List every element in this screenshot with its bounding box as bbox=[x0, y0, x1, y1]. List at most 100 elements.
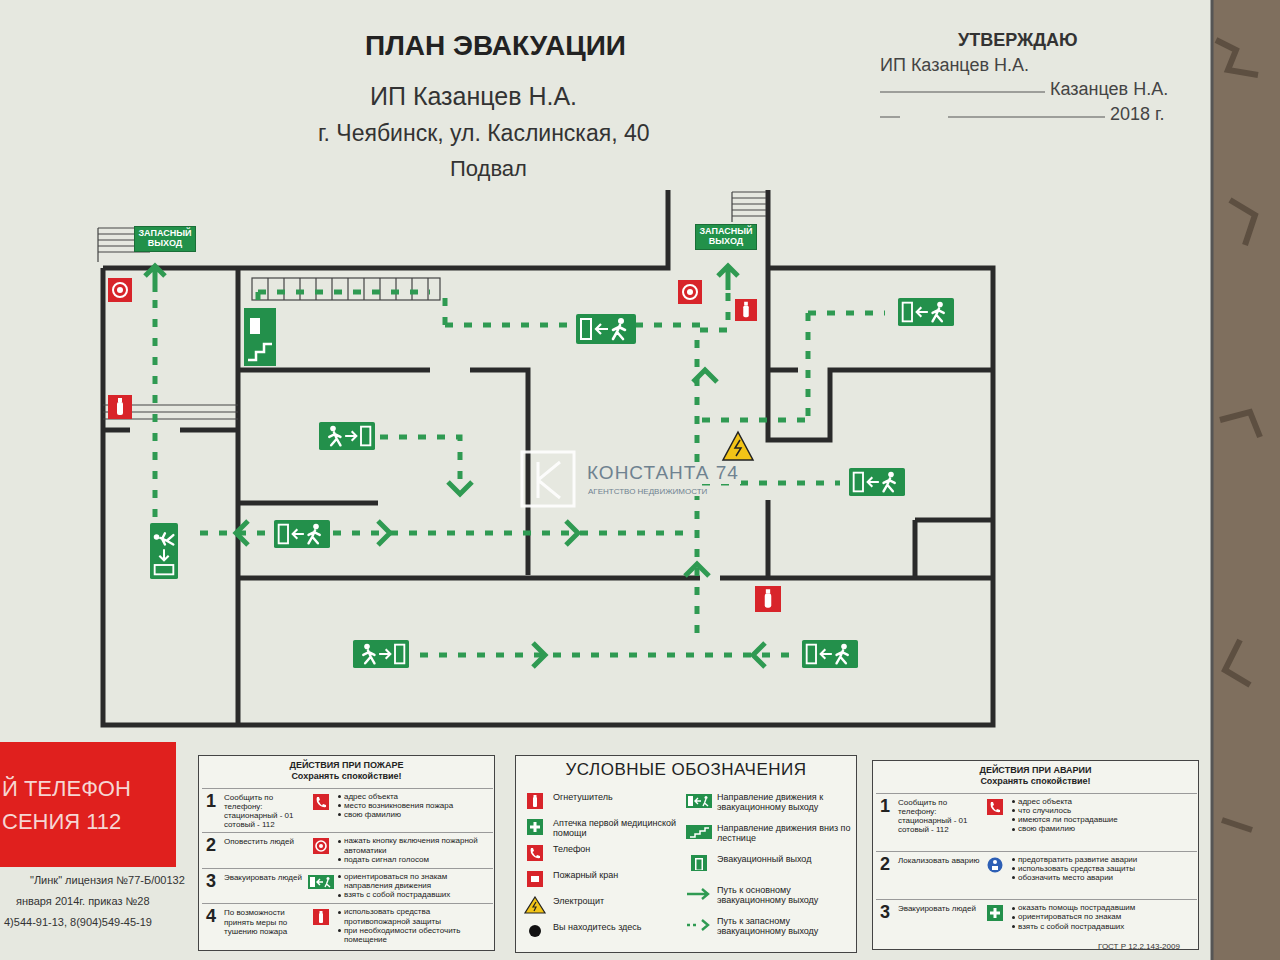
step-icon bbox=[308, 908, 334, 926]
label-holder: г. Чеябинск, ул. Каслинская, 40 bbox=[318, 120, 650, 147]
bullet-row: место возникновения пожара bbox=[338, 801, 489, 810]
evacuation-paths bbox=[155, 292, 885, 655]
sign-plate bbox=[0, 0, 1212, 960]
legend-icon bbox=[522, 922, 548, 940]
title-holder: ПЛАН ЭВАКУАЦИИ bbox=[365, 30, 626, 62]
bullet-dot bbox=[338, 875, 341, 878]
legend-icon bbox=[686, 854, 712, 872]
bullet-row: нажать кнопку включения пожарной автомат… bbox=[338, 836, 489, 854]
legend-icon bbox=[522, 844, 548, 862]
legend-text-holder: Электрощит bbox=[553, 896, 681, 906]
legend-text: Вы находитесь здесь bbox=[553, 922, 681, 932]
plan-label: ИП Казанцев Н.А. bbox=[880, 55, 1029, 76]
bullet-dot bbox=[338, 795, 341, 798]
bullet-row: использовать средства защиты bbox=[1012, 864, 1193, 873]
panel-header: УСЛОВНЫЕ ОБОЗНАЧЕНИЯ bbox=[516, 756, 856, 780]
bullet-row: ориентироваться по знакам bbox=[1012, 912, 1193, 921]
emergency-phone-text: СЕНИЯ 112 bbox=[0, 805, 176, 838]
action-step: 2 Оповестить людей нажать кнопку включения… bbox=[202, 832, 493, 868]
plan-label: АГЕНТСТВО НЕДВИЖИМОСТИ bbox=[586, 487, 709, 496]
bullet-dot bbox=[338, 858, 341, 861]
plan-label: УТВЕРЖДАЮ bbox=[958, 30, 1078, 51]
step-number: 3 bbox=[880, 903, 890, 921]
panel-heading: Сохранять спокойствие! bbox=[873, 776, 1198, 787]
legend-text: Огнетушитель bbox=[553, 792, 681, 802]
bullet-dot bbox=[338, 804, 341, 807]
bullet-dot bbox=[338, 894, 341, 897]
step-bullet: подать сигнал голосом bbox=[344, 855, 489, 864]
legend-icon bbox=[522, 792, 548, 810]
bullet-row: свою фамилию bbox=[1012, 824, 1193, 833]
bullet-row: подать сигнал голосом bbox=[338, 855, 489, 864]
plan-label: 4)544-91-13, 8(904)549-45-19 bbox=[4, 916, 152, 928]
label-holder: Казанцев Н.А. bbox=[1050, 79, 1168, 100]
plan-label: Подвал bbox=[450, 156, 527, 182]
step-bullet: использовать средства противопожарной за… bbox=[344, 907, 489, 925]
step-number-holder: 4 bbox=[206, 907, 216, 925]
legend-text: Аптечка первой медицинской помощи bbox=[553, 818, 681, 839]
legend-text: Путь к запасному эвакуационному выходу bbox=[717, 916, 853, 937]
bullet-dot bbox=[338, 929, 341, 932]
exit-sign-text: ЗАПАСНЫЙ ВЫХОД bbox=[697, 227, 755, 247]
step-number-holder: 2 bbox=[880, 855, 890, 873]
wall-background bbox=[1212, 0, 1280, 960]
action-step: 3Эвакуировать людейориентироваться по зн… bbox=[202, 868, 493, 904]
step-action: По возможности принять меры по тушению п… bbox=[224, 908, 306, 936]
label-holder: 4)544-91-13, 8(904)549-45-19 bbox=[4, 916, 152, 928]
exit-sign-text: ЗАПАСНЫЙ ВЫХОД bbox=[136, 229, 194, 249]
legend-text: Направление движения к эвакуационному вы… bbox=[717, 792, 853, 813]
step-action-holder: Локализовать аварию bbox=[898, 856, 980, 865]
step-number-holder: 1 bbox=[206, 792, 216, 810]
panel-header: ДЕЙСТВИЯ ПРИ ПОЖАРЕСохранять спокойствие… bbox=[199, 756, 494, 782]
legend-text: Электрощит bbox=[553, 896, 681, 906]
bullet-dot bbox=[1012, 818, 1015, 821]
bullet-row: что случилось bbox=[1012, 806, 1193, 815]
step-icon bbox=[308, 873, 334, 891]
step-bullets: нажать кнопку включения пожарной автомат… bbox=[338, 836, 489, 864]
legend-icon bbox=[686, 916, 712, 934]
step-bullet: ориентироваться по знакам bbox=[1018, 912, 1193, 921]
bullet-row: адрес объекта bbox=[1012, 797, 1193, 806]
legend-text-holder: Путь к запасному эвакуационному выходу bbox=[717, 916, 853, 937]
step-number: 1 bbox=[880, 797, 890, 815]
exit-signs bbox=[150, 298, 954, 668]
action-step: 2Локализовать авариюпредотвратить развит… bbox=[876, 851, 1197, 900]
step-bullets: ориентироваться по знакам направления дв… bbox=[338, 872, 489, 900]
label-holder: "Линк" лицензия №77-Б/00132 bbox=[30, 874, 185, 886]
step-icon bbox=[308, 837, 334, 855]
label-holder: ИП Казанцев Н.А. bbox=[880, 55, 1029, 76]
panel-heading: УСЛОВНЫЕ ОБОЗНАЧЕНИЯ bbox=[516, 760, 856, 780]
legend-text-holder: Огнетушитель bbox=[553, 792, 681, 802]
step-bullet: адрес объекта bbox=[1018, 797, 1193, 806]
legend-icon bbox=[522, 870, 548, 888]
bullet-dot bbox=[1012, 809, 1015, 812]
bullet-row: оказать помощь пострадавшим bbox=[1012, 903, 1193, 912]
step-action: Сообщить по телефону: стационарный - 01 … bbox=[898, 798, 980, 835]
step-action-holder: Сообщить по телефону: стационарный - 01 … bbox=[898, 798, 980, 835]
legend-icon bbox=[686, 823, 712, 841]
label-holder: 2018 г. bbox=[1110, 104, 1164, 125]
step-action-holder: Сообщить по телефону: стационарный - 01 … bbox=[224, 793, 306, 830]
legend-icon bbox=[686, 792, 712, 810]
panel-header: ДЕЙСТВИЯ ПРИ АВАРИИСохранять спокойствие… bbox=[873, 761, 1198, 787]
action-step: 1 Сообщить по телефону: стационарный - 01… bbox=[876, 793, 1197, 851]
bullet-row: свою фамилию bbox=[338, 810, 489, 819]
step-action: Оповестить людей bbox=[224, 837, 306, 846]
legend-text-holder: Аптечка первой медицинской помощи bbox=[553, 818, 681, 839]
label-holder: АГЕНТСТВО НЕДВИЖИМОСТИ bbox=[586, 487, 709, 496]
label-holder: января 2014г. приказ №28 bbox=[16, 895, 150, 907]
step-bullets: оказать помощь пострадавшимориентировать… bbox=[1012, 903, 1193, 931]
step-bullet: оказать помощь пострадавшим bbox=[1018, 903, 1193, 912]
emergency-phone-box: Й ТЕЛЕФОНСЕНИЯ 112 bbox=[0, 742, 176, 867]
step-bullet: использовать средства защиты bbox=[1018, 864, 1193, 873]
step-bullet: взять с собой пострадавших bbox=[1018, 922, 1193, 931]
direction-chevrons bbox=[145, 266, 765, 667]
info-panel: ДЕЙСТВИЯ ПРИ ПОЖАРЕСохранять спокойствие… bbox=[198, 755, 495, 951]
bullet-dot bbox=[1012, 925, 1015, 928]
legend-text: Эвакуационный выход bbox=[717, 854, 853, 864]
step-number: 2 bbox=[206, 836, 216, 854]
legend-text-holder: Путь к основному эвакуационному выходу bbox=[717, 885, 853, 906]
walls bbox=[103, 190, 993, 725]
legend-text: Пожарный кран bbox=[553, 870, 681, 880]
